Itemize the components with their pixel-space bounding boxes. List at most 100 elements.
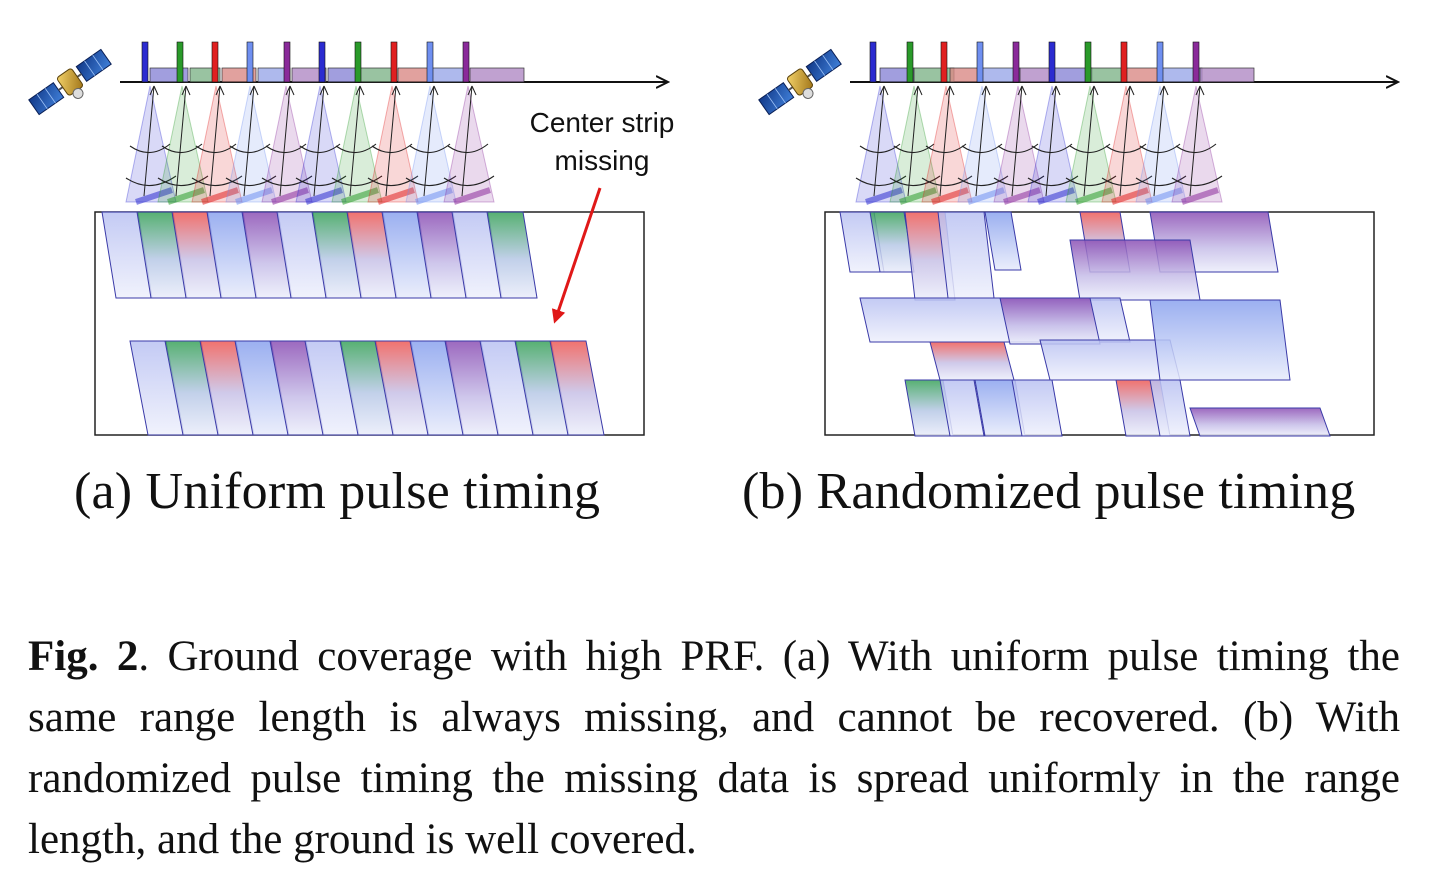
solar-panel-left bbox=[28, 81, 65, 116]
transmit-pulse bbox=[354, 41, 362, 83]
panel-grid bbox=[774, 88, 786, 104]
ground-swath bbox=[1189, 407, 1331, 437]
beam-footprint bbox=[341, 187, 379, 205]
beam-footprint bbox=[1145, 187, 1183, 205]
ground-swath bbox=[1011, 379, 1063, 437]
ground-swath bbox=[999, 297, 1101, 345]
transmit-pulse bbox=[1156, 41, 1164, 83]
ground-swath bbox=[549, 340, 605, 436]
beam-arc bbox=[855, 175, 907, 187]
antenna-beam-cone bbox=[443, 85, 495, 203]
echo-window bbox=[327, 67, 359, 83]
beam-ray-arrow bbox=[391, 85, 401, 96]
antenna-beam-cone bbox=[295, 85, 347, 203]
beam-ray bbox=[1153, 85, 1165, 197]
beam-ray-arrow bbox=[945, 85, 955, 96]
ground-swath bbox=[1149, 299, 1291, 381]
beam-footprint bbox=[899, 187, 937, 205]
beam-ray bbox=[1011, 85, 1023, 197]
beam-ray-arrow bbox=[1017, 85, 1027, 96]
beam-ray-arrow bbox=[149, 85, 159, 96]
beam-footprint bbox=[453, 187, 491, 205]
beam-ray bbox=[873, 85, 885, 197]
beam-footprint bbox=[1037, 187, 1075, 205]
satellite-icon bbox=[28, 48, 112, 116]
transmit-pulse bbox=[976, 41, 984, 83]
beam-arc bbox=[191, 175, 243, 187]
transmit-pulse bbox=[283, 41, 291, 83]
beam-footprint bbox=[377, 187, 415, 205]
beam-footprint bbox=[235, 187, 273, 205]
beam-ray bbox=[423, 85, 435, 197]
beam-footprint bbox=[865, 187, 903, 205]
beam-arc bbox=[443, 175, 495, 187]
ground-swath bbox=[929, 341, 1015, 381]
ground-swath bbox=[486, 211, 538, 299]
echo-window bbox=[469, 67, 525, 83]
panel-a-label: (a) Uniform pulse timing bbox=[74, 463, 601, 520]
beam-arc bbox=[405, 175, 457, 187]
transmit-pulse bbox=[1192, 41, 1200, 83]
beam-ray bbox=[143, 85, 155, 197]
echo-window bbox=[397, 67, 429, 83]
beam-ray bbox=[175, 85, 187, 197]
beam-ray bbox=[461, 85, 473, 197]
beam-arc bbox=[1065, 175, 1117, 187]
beam-ray bbox=[1045, 85, 1057, 197]
beam-arc bbox=[957, 175, 1009, 187]
beam-ray-arrow bbox=[1125, 85, 1135, 96]
beam-footprint bbox=[1181, 187, 1219, 205]
transmit-pulse bbox=[176, 41, 184, 83]
echo-window bbox=[949, 67, 981, 83]
antenna-beam-cone bbox=[125, 85, 177, 203]
annotation-line-2: missing bbox=[554, 145, 650, 176]
beam-footprint bbox=[931, 187, 969, 205]
beam-ray-arrow bbox=[913, 85, 923, 96]
antenna-beam-cone bbox=[993, 85, 1045, 203]
annotation-line-1: Center strip bbox=[529, 107, 675, 138]
beam-ray-arrow bbox=[879, 85, 889, 96]
echo-window bbox=[913, 67, 955, 83]
beam-footprint bbox=[167, 187, 205, 205]
beam-arc bbox=[1101, 175, 1153, 187]
antenna-beam-cone bbox=[191, 85, 243, 203]
antenna-beam-cone bbox=[261, 85, 313, 203]
transmit-pulse bbox=[1120, 41, 1128, 83]
ground-swath bbox=[1069, 239, 1201, 301]
beam-ray bbox=[907, 85, 919, 197]
panel-grid bbox=[766, 93, 778, 110]
panel-grid bbox=[822, 54, 834, 71]
panel-b-label: (b) Randomized pulse timing bbox=[742, 463, 1356, 520]
beam-footprint bbox=[1003, 187, 1041, 205]
solar-panel-right bbox=[75, 48, 112, 83]
ground-swath bbox=[984, 211, 1022, 271]
beam-ray-arrow bbox=[981, 85, 991, 96]
antenna-beam-cone bbox=[331, 85, 383, 203]
transmit-pulse bbox=[1048, 41, 1056, 83]
beam-ray bbox=[385, 85, 397, 197]
beam-arc bbox=[997, 143, 1039, 154]
beam-arc bbox=[195, 143, 237, 154]
transmit-pulse bbox=[462, 41, 470, 83]
transmit-pulse bbox=[211, 41, 219, 83]
antenna-beam-cone bbox=[225, 85, 277, 203]
transmit-pulse bbox=[390, 41, 398, 83]
caption-fig-label: Fig. 2 bbox=[28, 633, 139, 680]
solar-panel-right bbox=[805, 48, 842, 83]
ground-swath bbox=[937, 211, 995, 299]
beam-ray-arrow bbox=[1159, 85, 1169, 96]
transmit-pulse bbox=[426, 41, 434, 83]
beam-ray-arrow bbox=[429, 85, 439, 96]
panel-grid bbox=[36, 93, 48, 110]
antenna-beam-cone bbox=[889, 85, 941, 203]
antenna-beam-cone bbox=[1171, 85, 1223, 203]
beam-ray bbox=[1189, 85, 1201, 197]
echo-window bbox=[1199, 67, 1255, 83]
beam-arc bbox=[1105, 143, 1147, 154]
beam-ray-arrow bbox=[1051, 85, 1061, 96]
beam-ray-arrow bbox=[181, 85, 191, 96]
antenna-beam-cone bbox=[1101, 85, 1153, 203]
beam-arc bbox=[1031, 143, 1073, 154]
beam-footprint bbox=[415, 187, 453, 205]
beam-arc bbox=[371, 143, 413, 154]
